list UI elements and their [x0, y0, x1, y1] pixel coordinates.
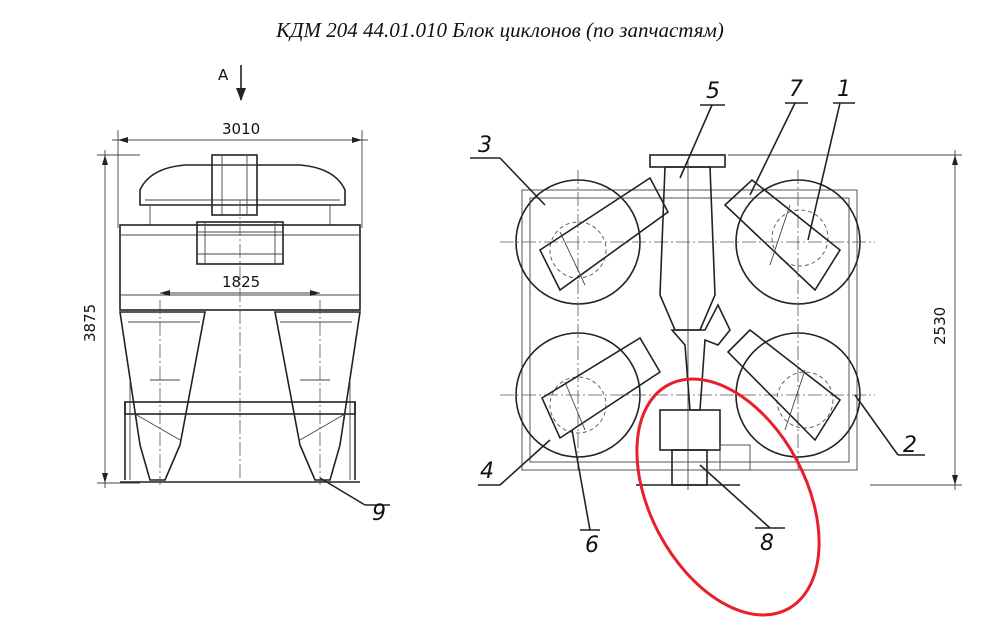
leader-1 [807, 102, 841, 241]
leader-9 [319, 477, 366, 506]
callout-2: 2 [903, 433, 917, 458]
leader-7 [749, 102, 796, 196]
dim-3875: 3875 [81, 304, 99, 342]
y-splitter [670, 303, 731, 411]
callout-7: 7 [789, 77, 803, 102]
inlet-duct-2 [726, 328, 842, 442]
front-view: A 3010 3875 [81, 65, 390, 526]
leader-6 [571, 429, 591, 531]
callout-6: 6 [585, 533, 599, 558]
callout-3: 3 [478, 133, 492, 158]
outlet-box [659, 409, 721, 451]
view-arrow-head [236, 88, 246, 101]
leader-5 [679, 104, 713, 179]
leader-2 [854, 394, 899, 456]
left-cone [119, 311, 206, 481]
leader-4 [499, 439, 551, 486]
callout-9: 9 [372, 501, 386, 526]
inlet-duct-6 [540, 336, 662, 440]
dim-2530: 2530 [931, 307, 949, 345]
drawing-title: КДМ 204 44.01.010 Блок циклонов (по запч… [276, 18, 724, 42]
callout-1: 1 [837, 77, 851, 102]
leader-3 [499, 157, 546, 206]
outer-frame [521, 189, 858, 471]
dim-3010: 3010 [222, 120, 260, 138]
leader-8 [699, 464, 771, 529]
view-label-a: A [218, 66, 229, 84]
right-cone [274, 311, 361, 481]
central-collector [659, 166, 716, 331]
highlight-ellipse [635, 377, 821, 617]
inlet-duct-3 [538, 176, 670, 292]
callout-5: 5 [706, 79, 720, 104]
top-hood [139, 164, 346, 206]
callout-8: 8 [760, 531, 774, 556]
inlet-duct-7 [723, 178, 842, 292]
callout-4: 4 [480, 459, 494, 484]
top-outlet [211, 154, 258, 216]
dim-1825: 1825 [222, 273, 260, 291]
top-view: 2530 3 5 7 1 2 4 6 8 [470, 77, 962, 617]
